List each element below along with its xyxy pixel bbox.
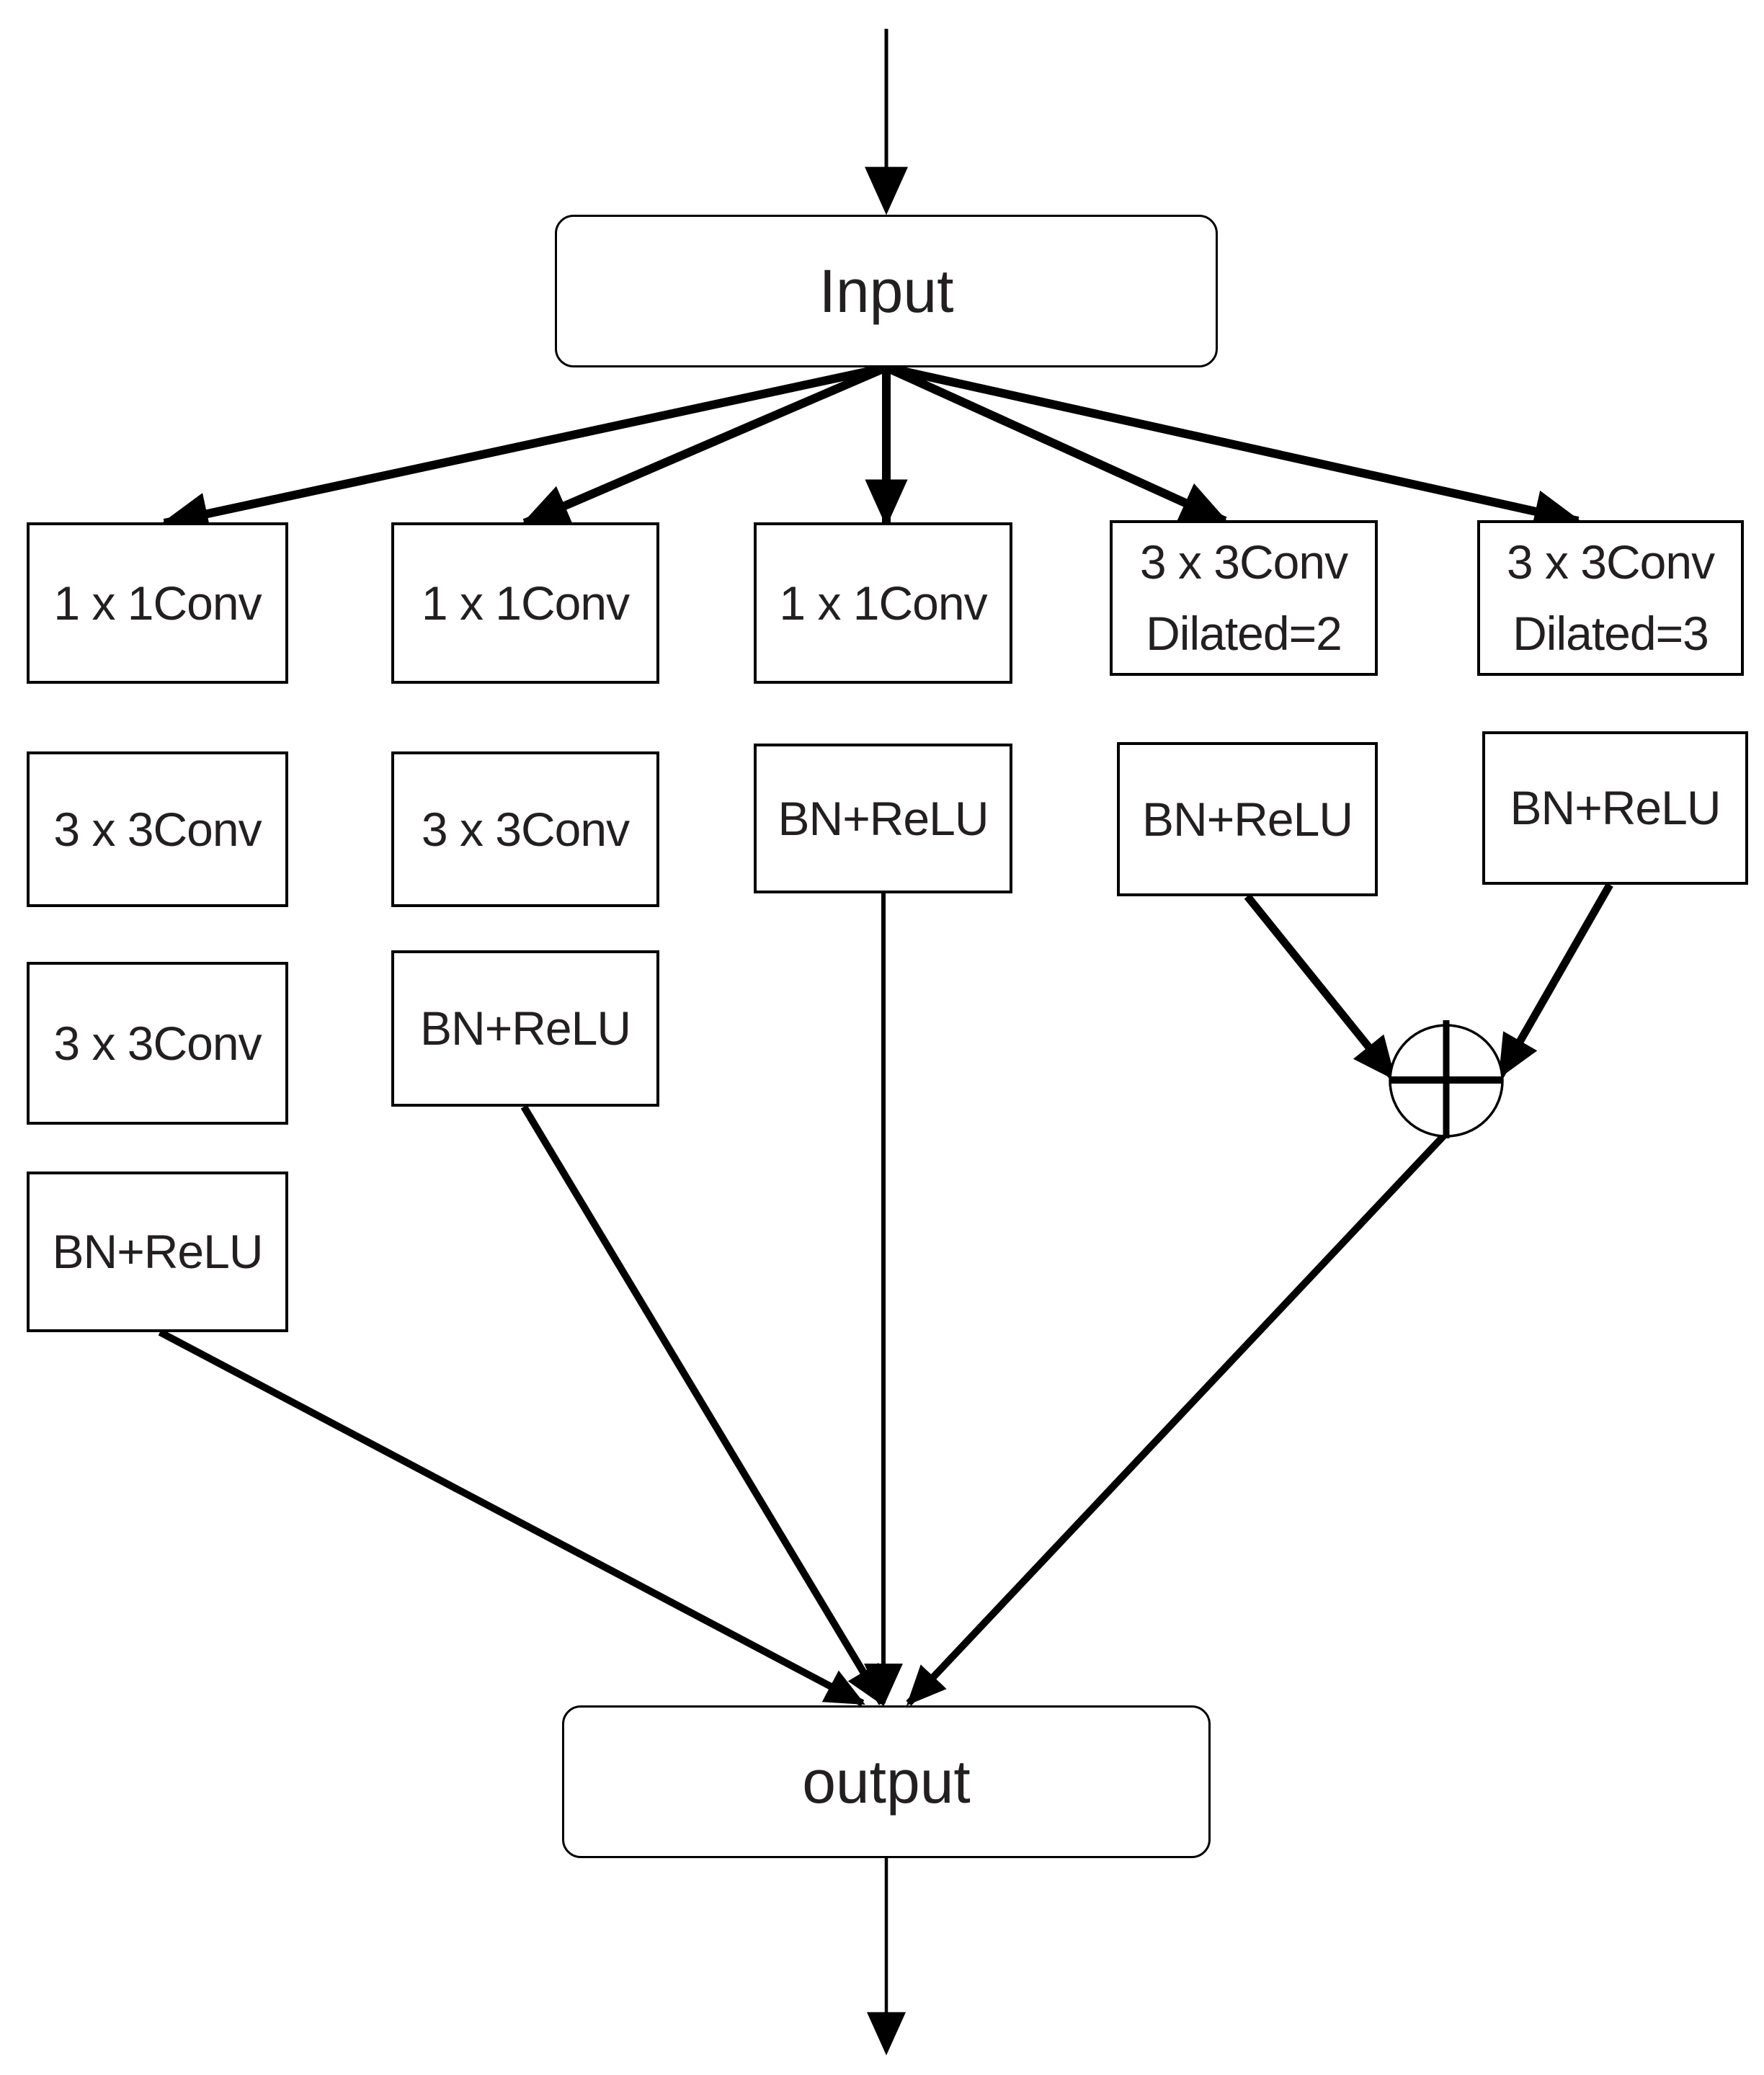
node-label: BN+ReLU: [1142, 792, 1353, 846]
node-label: Dilated=2: [1146, 607, 1342, 660]
branch5-bn-relu-node: BN+ReLU: [1482, 731, 1748, 885]
branch1-conv1x1-node: 1 x 1Conv: [27, 522, 288, 684]
branch1-conv3x3-a-node: 3 x 3Conv: [27, 751, 288, 907]
node-label: BN+ReLU: [778, 791, 989, 845]
branch3-conv1x1-node: 1 x 1Conv: [754, 522, 1012, 684]
arrow-input-to-branch5: [885, 363, 1582, 532]
branch2-conv1x1-node: 1 x 1Conv: [391, 522, 659, 684]
branch2-bn-relu-node: BN+ReLU: [391, 950, 659, 1107]
node-label: 3 x 3Conv: [1506, 535, 1715, 589]
branch1-bn-relu-node: BN+ReLU: [27, 1172, 288, 1332]
node-label: output: [802, 1748, 971, 1816]
node-label: BN+ReLU: [420, 1001, 631, 1055]
node-label: 3 x 3Conv: [53, 1016, 262, 1070]
arrow-input-to-branch1: [160, 363, 888, 535]
node-label: 1 x 1Conv: [53, 576, 262, 630]
arrow-branch1-to-output: [158, 1329, 865, 1707]
arrow-branch4-to-junction: [1244, 893, 1397, 1081]
node-label: Dilated=3: [1513, 607, 1709, 660]
node-label: 1 x 1Conv: [779, 576, 987, 630]
node-label: 3 x 3Conv: [53, 802, 262, 856]
arrow-input-to-branch4: [884, 363, 1229, 525]
arrow-branch5-to-junction: [1497, 883, 1613, 1079]
input-node: Input: [555, 215, 1218, 367]
node-label: Input: [819, 257, 954, 325]
node-label: 3 x 3Conv: [421, 802, 630, 856]
arrow-junction-to-output: [906, 1133, 1447, 1706]
node-label: 1 x 1Conv: [421, 576, 630, 630]
branch5-dilated-conv-node: 3 x 3Conv Dilated=3: [1477, 520, 1744, 676]
output-node: output: [562, 1705, 1211, 1858]
branch4-dilated-conv-node: 3 x 3Conv Dilated=2: [1110, 520, 1378, 676]
branch1-conv3x3-b-node: 3 x 3Conv: [27, 962, 288, 1125]
branch3-bn-relu-node: BN+ReLU: [754, 744, 1012, 893]
circle-plus-icon: [1389, 1020, 1504, 1138]
node-label: BN+ReLU: [52, 1225, 264, 1278]
arrow-branch2-to-output: [520, 1105, 886, 1706]
node-label: BN+ReLU: [1510, 781, 1721, 834]
branch4-bn-relu-node: BN+ReLU: [1117, 742, 1378, 896]
node-label: 3 x 3Conv: [1139, 535, 1348, 589]
arrow-input-to-branch2: [521, 363, 888, 527]
branch2-conv3x3-node: 3 x 3Conv: [391, 751, 659, 907]
